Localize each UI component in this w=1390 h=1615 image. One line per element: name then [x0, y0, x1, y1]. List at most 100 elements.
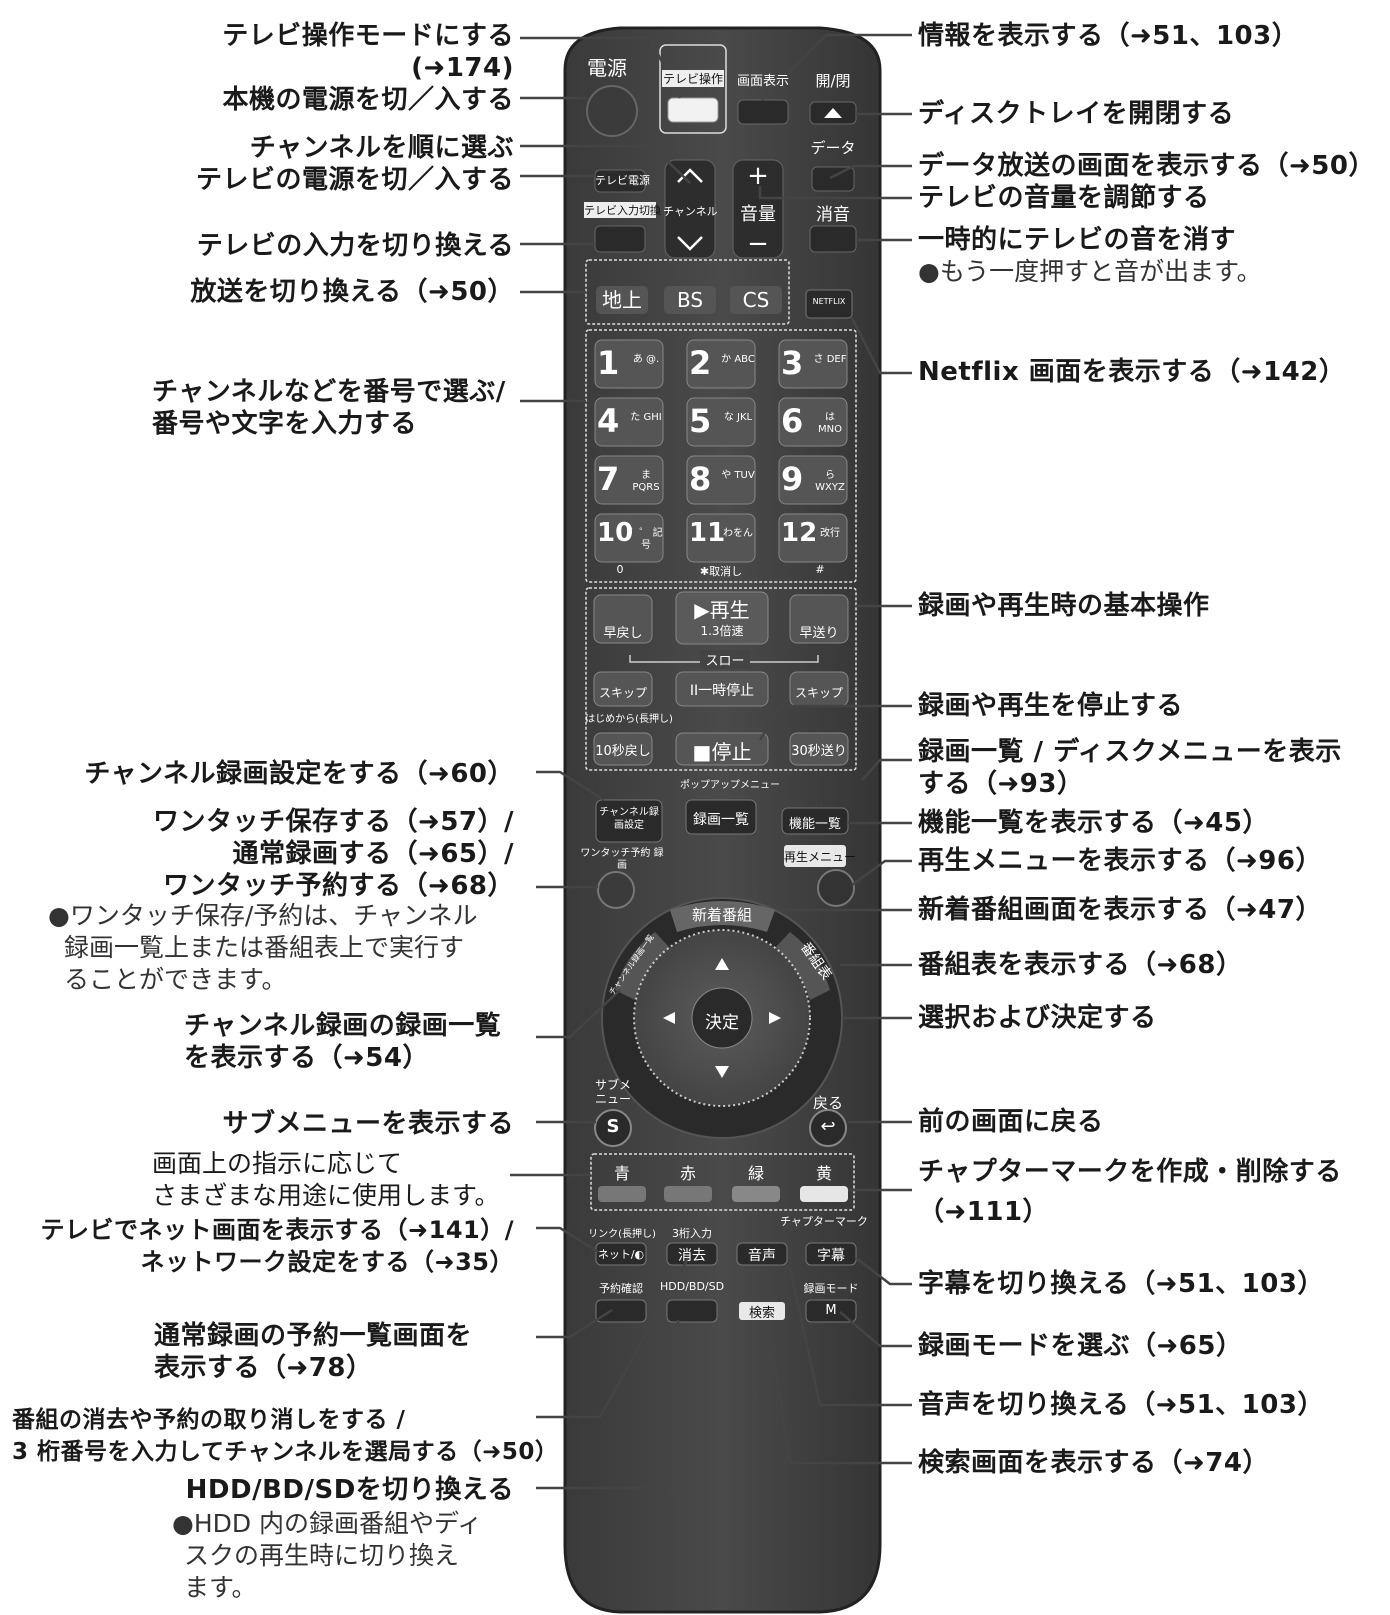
ch-rec-setting-label: チャンネル録画設定 [598, 806, 660, 832]
chapter-mark-label: チャプターマーク [780, 1213, 868, 1229]
numpad-key-2-sub: か ABC [721, 354, 755, 366]
label-reservation-1: 通常録画の予約一覧画面を [154, 1320, 472, 1352]
numpad-key-9-label[interactable]: 9 [781, 460, 817, 498]
label-stop: 録画や再生を停止する [918, 690, 1183, 722]
label-tv-mode-ref: (➜174) [411, 52, 514, 84]
label-tv-mode: テレビ操作モードにする [222, 20, 514, 52]
label-color-1: 画面上の指示に応じて [152, 1148, 402, 1180]
skip-back-label: スキップ [594, 684, 652, 701]
popup-label: ポップアップメニュー [680, 776, 770, 791]
color-label-red: 赤 [664, 1160, 712, 1184]
broadcast-terrestrial[interactable]: 地上 [596, 286, 648, 314]
label-epg: 番組表を表示する（➜68） [918, 949, 1242, 981]
display-label: 画面表示 [735, 70, 791, 89]
label-power: 本機の電源を切／入する [222, 84, 514, 116]
color-label-blue: 青 [598, 1160, 646, 1184]
label-rec-list-1: 録画一覧 / ディスクメニューを表示 [918, 736, 1378, 768]
ff-label: 早送り [790, 622, 848, 641]
numpad-key-2-label[interactable]: 2 [689, 344, 725, 382]
svg-text:+: + [747, 161, 769, 191]
audio-label: 音声 [737, 1245, 787, 1265]
mute-button [810, 226, 856, 252]
reservation-label: 予約確認 [594, 1280, 648, 1296]
numpad-key-3-label[interactable]: 3 [781, 344, 817, 382]
label-color-2: さまざまな用途に使用します。 [152, 1180, 500, 1212]
numpad-key-8-label[interactable]: 8 [689, 460, 725, 498]
label-rec-list-2: する（➜93） [918, 768, 1083, 800]
display-button [738, 100, 788, 124]
numpad-key-4-sub: た GHI [629, 412, 663, 424]
hdd-bd-sd-button [667, 1300, 717, 1322]
ok-label[interactable]: 決定 [697, 1008, 747, 1033]
blue-button [598, 1186, 646, 1202]
numpad-key-1-sub: あ @. [629, 354, 663, 366]
label-hdd: HDD/BD/SDを切り換える [186, 1474, 514, 1506]
color-label-yellow: 黄 [800, 1160, 848, 1184]
broadcast-cs[interactable]: CS [730, 286, 782, 314]
search-label: 検索 [739, 1302, 785, 1321]
open-close-label: 開/閉 [808, 70, 858, 91]
label-one-touch-3: ワンタッチ予約する（➜68） [163, 870, 514, 902]
new-programs-label: 新着番組 [684, 904, 760, 925]
note-hdd-2: スクの再生時に切り換え [184, 1540, 459, 1572]
rec-mode-label: 録画モード [796, 1280, 866, 1296]
label-new-programs: 新着番組画面を表示する（➜47） [918, 894, 1322, 926]
slow-label: スロー [700, 650, 750, 669]
power-label: 電源 [582, 52, 632, 81]
hdd-bd-sd-label: HDD/BD/SD [660, 1280, 724, 1293]
three-digit-label: 3桁入力 [664, 1225, 720, 1241]
tv-input-label: テレビ入力切換 [584, 202, 656, 218]
num-sub-cancel: ✱取消し [686, 563, 756, 579]
play-menu-button [818, 870, 854, 906]
numpad-key-4-label[interactable]: 4 [597, 402, 633, 440]
yellow-button [800, 1186, 848, 1202]
data-button [812, 167, 854, 191]
label-net-2: ネットワーク設定をする（➜35） [140, 1246, 514, 1278]
play-label: ▶再生 [676, 594, 768, 623]
numpad-key-5-sub: な JKL [721, 412, 755, 424]
net-label: ネット/◐ [596, 1246, 646, 1262]
numpad-key-5-label[interactable]: 5 [689, 402, 725, 440]
label-audio: 音声を切り換える（➜51、103） [918, 1389, 1324, 1421]
numpad-key-11-label[interactable]: 11 [689, 518, 725, 548]
label-open-close: ディスクトレイを開閉する [918, 98, 1234, 130]
label-volume: テレビの音量を調節する [918, 182, 1210, 214]
label-erase-2: 3 桁番号を入力してチャンネルを選局する（➜50） [12, 1436, 558, 1468]
func-list-label: 機能一覧 [782, 813, 848, 832]
volume-label: 音量 [733, 200, 783, 226]
link-label: リンク(長押し) [582, 1225, 662, 1240]
broadcast-bs[interactable]: BS [664, 286, 716, 314]
label-sub-menu: サブメニューを表示する [222, 1108, 514, 1140]
reservation-button [596, 1300, 646, 1322]
note-one-touch-1: ●ワンタッチ保存/予約は、チャンネル [48, 900, 478, 932]
label-number-1: チャンネルなどを番号で選ぶ/ [152, 376, 506, 408]
back-label: 戻る [806, 1092, 850, 1113]
label-ch-rec-setting: チャンネル録画設定をする（➜60） [84, 758, 514, 790]
label-one-touch-2: 通常録画する（➜65）/ [233, 838, 514, 870]
m-label: M [806, 1303, 856, 1318]
sub-menu-label: サブメニュー [590, 1078, 636, 1106]
numpad-key-7-label[interactable]: 7 [597, 460, 633, 498]
numpad-key-12-sub: 改行 [813, 528, 847, 540]
num-sub-0: 0 [600, 563, 640, 576]
label-subtitle: 字幕を切り換える（➜51、103） [918, 1268, 1324, 1300]
label-data: データ放送の画面を表示する（➜50） [918, 150, 1375, 182]
label-one-touch-1: ワンタッチ保存する（➜57）/ [153, 806, 514, 838]
skip-fwd-label: スキップ [790, 684, 848, 701]
label-rec-mode: 録画モードを選ぶ（➜65） [918, 1330, 1242, 1362]
pause-label: II一時停止 [676, 680, 768, 700]
label-ch-rec-list-1: チャンネル録画の録画一覧 [184, 1010, 501, 1042]
green-button [732, 1186, 780, 1202]
one-touch-button [598, 872, 634, 908]
color-label-green: 緑 [732, 1160, 780, 1184]
numpad-key-12-label[interactable]: 12 [781, 518, 817, 548]
rewind-label: 早戻し [594, 622, 652, 641]
numpad-key-10-label[interactable]: 10 [597, 518, 633, 548]
label-chapter-2: （➜111） [918, 1196, 1049, 1228]
channel-label: チャンネル [663, 203, 717, 219]
from-start-label: はじめから(長押し) [584, 710, 674, 725]
numpad-key-1-label[interactable]: 1 [597, 344, 633, 382]
back10-label: 10秒戻し [594, 740, 652, 759]
label-playback: 録画や再生時の基本操作 [918, 590, 1210, 622]
numpad-key-6-label[interactable]: 6 [781, 402, 817, 440]
